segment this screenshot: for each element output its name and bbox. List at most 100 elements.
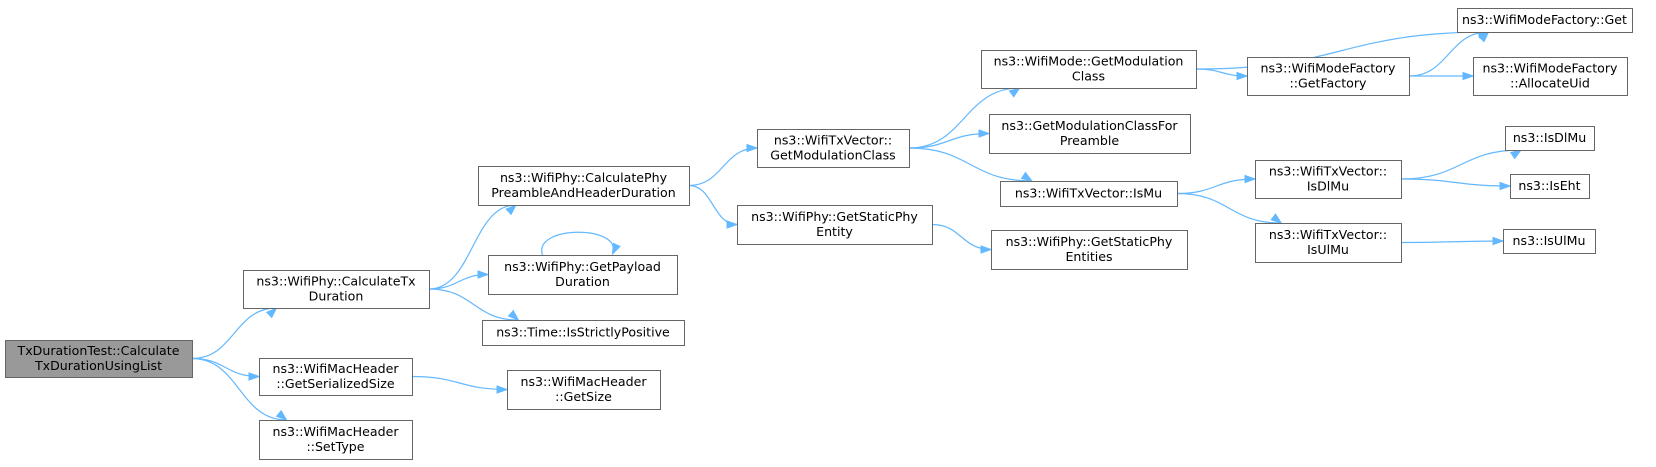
node-box <box>1000 181 1178 207</box>
node-box <box>1505 126 1595 151</box>
node-label-line: ::AllocateUid <box>1510 76 1590 91</box>
edge-txvGetMod-to-getModForPre <box>908 129 991 149</box>
node-setType[interactable]: ns3::WifiMacHeader::SetType <box>259 420 413 460</box>
node-txvIsUlMu[interactable]: ns3::WifiTxVector::IsUlMu <box>1255 223 1402 263</box>
node-box <box>1255 160 1402 199</box>
edge-txvIsDlMu-to-isEht <box>1400 178 1512 191</box>
node-label-line: ns3::WifiPhy::CalculateTx <box>256 274 416 289</box>
node-label-line: ::SetType <box>306 439 364 454</box>
node-label-line: ns3::WifiTxVector:: <box>774 133 892 148</box>
node-box <box>737 205 933 245</box>
node-getSize[interactable]: ns3::WifiMacHeader::GetSize <box>507 370 661 410</box>
node-box <box>259 420 413 460</box>
edge-factoryGetFactory-to-factoryAlloc <box>1409 71 1475 81</box>
node-root[interactable]: TxDurationTest::CalculateTxDurationUsing… <box>5 340 193 378</box>
node-label-line: Duration <box>555 274 610 289</box>
node-label-line: ns3::WifiModeFactory <box>1261 61 1397 76</box>
node-box <box>1503 229 1596 254</box>
node-label-line: Entity <box>816 224 853 239</box>
node-txvGetMod[interactable]: ns3::WifiTxVector::GetModulationClass <box>757 129 910 168</box>
node-label-line: ns3::IsUlMu <box>1513 233 1586 248</box>
edge-root-to-getSerSize <box>191 357 261 381</box>
edge-txvIsMu-to-txvIsUlMu <box>1176 192 1283 224</box>
node-factoryGetFactory[interactable]: ns3::WifiModeFactory::GetFactory <box>1247 57 1410 96</box>
edge-root-to-setType <box>191 357 288 421</box>
node-label-line: ns3::WifiMacHeader <box>520 374 647 389</box>
node-box <box>981 50 1197 89</box>
node-box <box>989 114 1191 154</box>
edge-txvGetMod-to-txvIsMu <box>908 147 1034 182</box>
node-label-line: ns3::WifiPhy::GetStaticPhy <box>1006 234 1173 249</box>
node-label-line: ns3::WifiMacHeader <box>272 424 399 439</box>
node-label-line: ns3::WifiMode::GetModulation <box>994 54 1184 69</box>
node-label-line: ns3::IsEht <box>1518 178 1580 193</box>
node-factoryAlloc[interactable]: ns3::WifiModeFactory::AllocateUid <box>1473 57 1628 96</box>
node-box <box>478 166 690 206</box>
node-box <box>757 129 910 168</box>
edge-txvGetMod-to-modeGetMod <box>908 87 1021 149</box>
node-isDlMu[interactable]: ns3::IsDlMu <box>1505 126 1595 151</box>
edge-calcTx-to-getPayload <box>428 270 490 290</box>
node-label-line: ::GetFactory <box>1290 76 1367 91</box>
node-label-line: ns3::WifiTxVector:: <box>1269 227 1387 242</box>
edge-modeGetMod-to-factoryGetFactory <box>1195 68 1249 81</box>
node-label-line: ::GetSize <box>555 389 612 404</box>
node-label-line: TxDurationTest::Calculate <box>17 343 180 358</box>
node-box <box>1247 57 1410 96</box>
node-label-line: IsUlMu <box>1307 242 1349 257</box>
node-label-line: Preamble <box>1060 133 1120 148</box>
call-edges <box>191 30 1523 421</box>
node-label-line: ::GetSerializedSize <box>276 376 395 391</box>
node-txvIsDlMu[interactable]: ns3::WifiTxVector::IsDlMu <box>1255 160 1402 199</box>
node-isEht[interactable]: ns3::IsEht <box>1510 174 1590 199</box>
node-box <box>1473 57 1628 96</box>
node-label-line: Class <box>1072 69 1105 84</box>
node-box <box>243 270 430 309</box>
node-label-line: ns3::WifiModeFactory <box>1483 61 1619 76</box>
edge-txvIsMu-to-txvIsDlMu <box>1176 174 1257 195</box>
node-box <box>1510 174 1590 199</box>
edge-factoryGetFactory-to-factoryGet <box>1408 30 1490 77</box>
edge-root-to-calcTx <box>191 306 278 360</box>
node-label-line: Entities <box>1065 249 1112 264</box>
node-label-line: PreambleAndHeaderDuration <box>491 185 675 200</box>
edge-calcTx-to-isStrictPos <box>428 288 520 321</box>
edge-getStaticPhyEntity-to-getStaticPhyEntities <box>931 223 993 254</box>
node-calcPhyPre[interactable]: ns3::WifiPhy::CalculatePhyPreambleAndHea… <box>478 166 690 206</box>
node-isStrictPos[interactable]: ns3::Time::IsStrictlyPositive <box>482 320 685 346</box>
node-isUlMu[interactable]: ns3::IsUlMu <box>1503 229 1596 254</box>
node-box <box>259 358 413 396</box>
node-label-line: IsDlMu <box>1307 179 1349 194</box>
edge-txvIsUlMu-to-isUlMu <box>1400 236 1505 246</box>
node-txvIsMu[interactable]: ns3::WifiTxVector::IsMu <box>1000 181 1178 207</box>
node-label-line: ns3::WifiTxVector::IsMu <box>1015 186 1162 201</box>
node-box <box>1255 223 1402 263</box>
edge-getPayload-to-getPayload <box>541 231 621 256</box>
node-getSerSize[interactable]: ns3::WifiMacHeader::GetSerializedSize <box>259 358 413 396</box>
node-label-line: ns3::WifiMacHeader <box>272 361 399 376</box>
node-box <box>991 230 1188 270</box>
node-box <box>1457 8 1633 33</box>
node-label-line: ns3::IsDlMu <box>1513 130 1586 145</box>
node-label-line: ns3::WifiModeFactory::Get <box>1462 12 1627 27</box>
node-box <box>5 340 193 378</box>
edge-getSerSize-to-getSize <box>411 375 509 394</box>
node-factoryGet[interactable]: ns3::WifiModeFactory::Get <box>1457 8 1633 33</box>
edge-calcPhyPre-to-getStaticPhyEntity <box>688 184 739 229</box>
node-box <box>507 370 661 410</box>
node-label-line: ns3::GetModulationClassFor <box>1001 118 1178 133</box>
edge-txvIsDlMu-to-isDlMu <box>1400 149 1523 180</box>
node-label-line: ns3::WifiPhy::GetStaticPhy <box>751 209 918 224</box>
edge-calcPhyPre-to-txvGetMod <box>688 143 759 187</box>
node-label-line: GetModulationClass <box>770 148 895 163</box>
node-box <box>488 255 678 295</box>
node-label-line: ns3::WifiPhy::GetPayload <box>504 259 661 274</box>
call-nodes: TxDurationTest::CalculateTxDurationUsing… <box>5 8 1633 460</box>
node-modeGetMod[interactable]: ns3::WifiMode::GetModulationClass <box>981 50 1197 89</box>
